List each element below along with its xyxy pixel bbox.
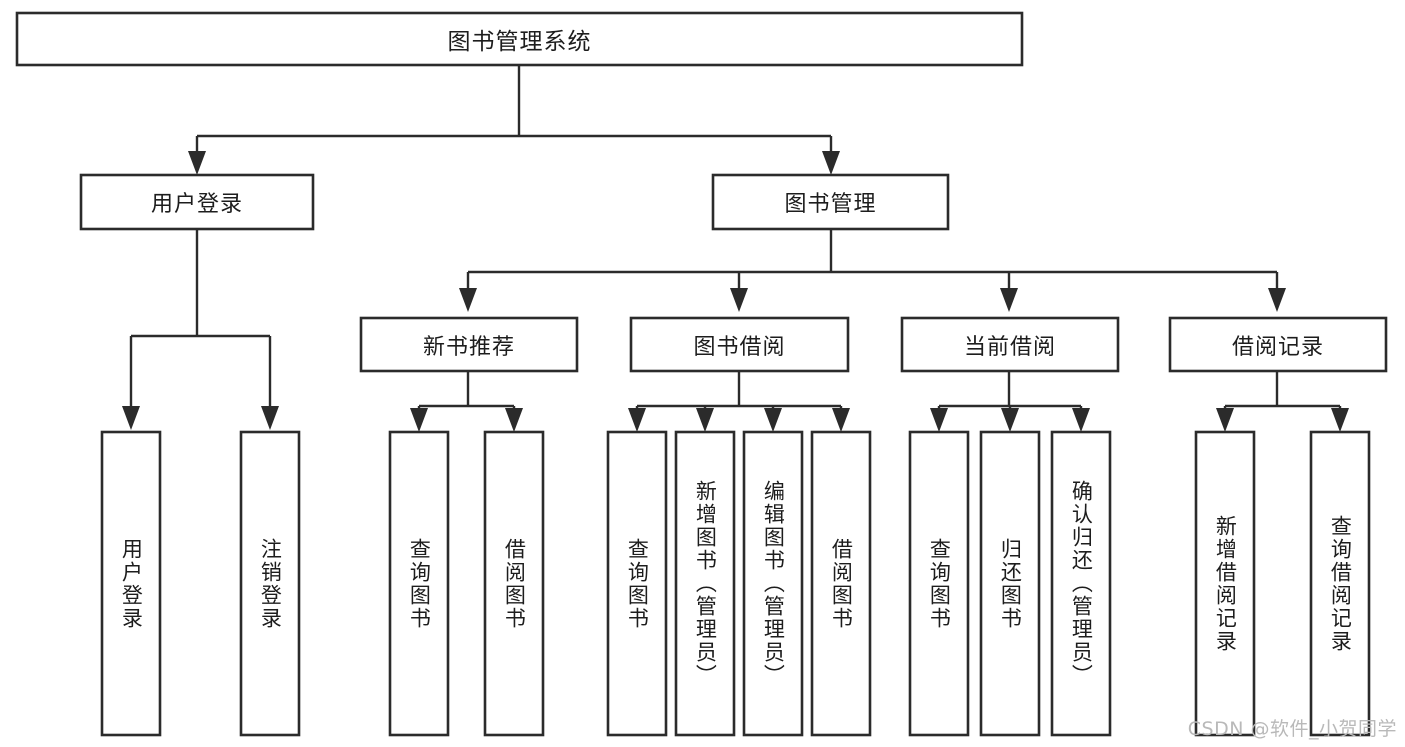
node-leaf-cb-return-box[interactable]	[979, 430, 1041, 737]
arrow-head-borrow-record	[1268, 288, 1286, 312]
arrow-head-borrowrecord-leaf-2	[1331, 408, 1349, 432]
node-leaf-bb-query-box[interactable]	[606, 430, 668, 737]
node-leaf-cb-confirm-box[interactable]	[1050, 430, 1112, 737]
arrow-head-bookborrow-leaf-2	[696, 408, 714, 432]
arrow-head-new-book	[459, 288, 477, 312]
arrow-head-borrowrecord-leaf-1	[1216, 408, 1234, 432]
arrow-head-leaf-logout	[261, 406, 279, 430]
arrow-head-current-borrow	[1000, 288, 1018, 312]
node-current-borrow-box[interactable]	[900, 316, 1120, 373]
arrow-head-newbook-leaf-1	[410, 408, 428, 432]
node-leaf-cb-query-box[interactable]	[908, 430, 970, 737]
arrow-head-bookborrow-leaf-4	[832, 408, 850, 432]
arrow-head-leaf-user-login	[122, 406, 140, 430]
node-leaf-user-login-box[interactable]	[100, 430, 162, 737]
node-book-borrow-box[interactable]	[629, 316, 850, 373]
arrow-head-newbook-leaf-2	[505, 408, 523, 432]
node-leaf-nb-borrow-box[interactable]	[483, 430, 545, 737]
arrow-head-book-manage	[822, 151, 840, 175]
node-user-login-box[interactable]	[79, 173, 315, 231]
arrow-head-book-borrow	[730, 288, 748, 312]
node-book-manage-box[interactable]	[711, 173, 950, 231]
node-leaf-bb-add-box[interactable]	[674, 430, 736, 737]
node-leaf-logout-box[interactable]	[239, 430, 301, 737]
arrow-head-user-login	[188, 151, 206, 175]
arrow-head-currentborrow-leaf-2	[1001, 408, 1019, 432]
node-borrow-record-box[interactable]	[1168, 316, 1388, 373]
node-root-box[interactable]	[15, 11, 1024, 67]
arrow-head-bookborrow-leaf-1	[628, 408, 646, 432]
node-leaf-nb-query-box[interactable]	[388, 430, 450, 737]
node-leaf-bb-borrow-box[interactable]	[810, 430, 872, 737]
node-leaf-br-add-box[interactable]	[1194, 430, 1256, 737]
arrow-head-currentborrow-leaf-3	[1072, 408, 1090, 432]
arrow-head-bookborrow-leaf-3	[764, 408, 782, 432]
node-leaf-bb-edit-box[interactable]	[742, 430, 804, 737]
node-leaf-br-query-box[interactable]	[1309, 430, 1371, 737]
node-new-book-recommend-box[interactable]	[359, 316, 579, 373]
arrow-head-currentborrow-leaf-1	[930, 408, 948, 432]
